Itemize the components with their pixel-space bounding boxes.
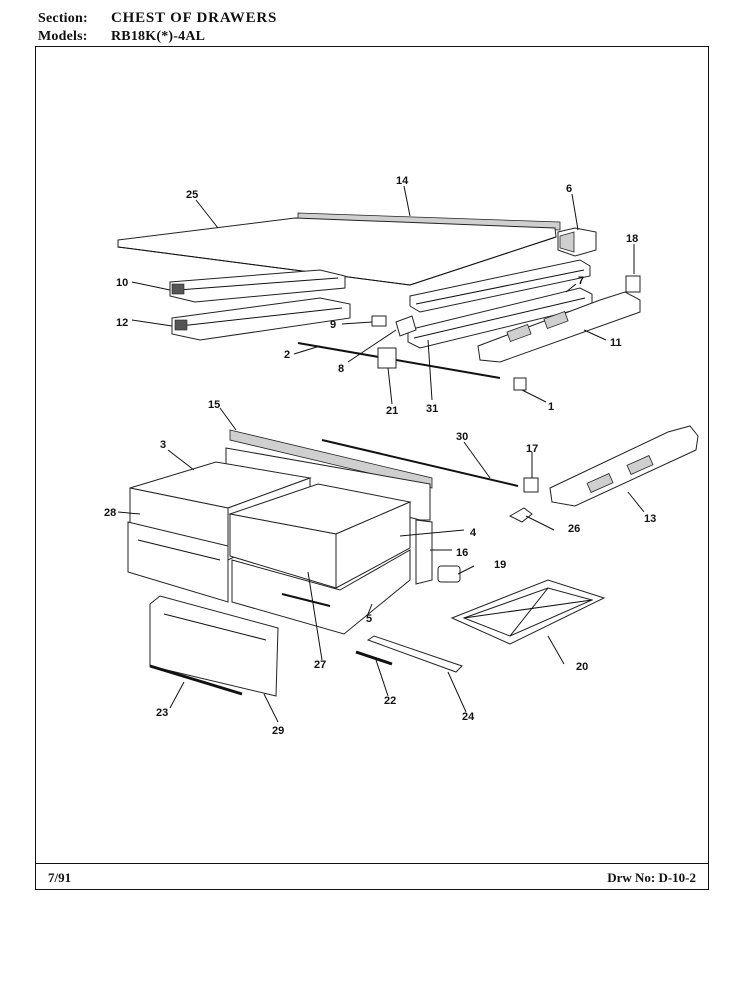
part-drawer-trim — [229, 429, 433, 489]
part-rod — [297, 342, 501, 379]
part-rail-support-right — [477, 291, 641, 363]
callout-3: 3 — [160, 439, 166, 451]
callout-1: 1 — [548, 401, 554, 413]
part-drawer-front-left — [127, 521, 229, 603]
part-end-cap — [557, 227, 597, 257]
part-drawer-bin — [231, 549, 411, 635]
callout-24: 24 — [462, 711, 475, 723]
part-rod-lower — [321, 439, 519, 487]
leader-lines — [117, 185, 645, 723]
models-value: RB18K(*)-4AL — [111, 29, 206, 44]
callout-25: 25 — [186, 189, 198, 201]
callout-21: 21 — [386, 405, 398, 417]
part-tray-frame — [450, 579, 606, 645]
callout-2: 2 — [284, 349, 290, 361]
callout-12: 12 — [116, 317, 128, 329]
callout-15: 15 — [208, 399, 220, 411]
part-glass-shelf — [117, 217, 557, 286]
callout-5: 5 — [366, 613, 372, 625]
callout-8: 8 — [338, 363, 344, 375]
callout-11: 11 — [610, 337, 622, 349]
part-slide-rail — [355, 650, 393, 666]
footer-divider — [36, 863, 708, 864]
callout-13: 13 — [644, 513, 656, 525]
part-left-rail-lower — [171, 297, 351, 341]
callout-20: 20 — [576, 661, 588, 673]
callout-7: 7 — [578, 275, 584, 287]
part-cam — [508, 507, 533, 523]
callout-labels: 1 2 3 4 5 6 7 8 9 10 11 12 13 14 15 16 1… — [104, 175, 656, 737]
callout-28: 28 — [104, 507, 116, 519]
part-left-rail-upper — [169, 269, 346, 303]
callout-9: 9 — [330, 319, 336, 331]
callout-4: 4 — [470, 527, 477, 539]
callout-23: 23 — [156, 707, 168, 719]
callout-19: 19 — [494, 559, 506, 571]
part-drawer-right — [228, 483, 412, 589]
models-header: Models: RB18K(*)-4AL — [38, 29, 205, 45]
callout-10: 10 — [116, 277, 128, 289]
callout-16: 16 — [456, 547, 468, 559]
callout-14: 14 — [396, 175, 409, 187]
callout-26: 26 — [568, 523, 580, 535]
callout-31: 31 — [426, 403, 438, 415]
part-clip-lower — [523, 477, 539, 493]
part-clip — [371, 315, 387, 327]
drawing-date: 7/91 — [48, 870, 72, 885]
part-handle-bar — [281, 593, 331, 607]
callout-18: 18 — [626, 233, 638, 245]
part-trim-strip — [149, 664, 243, 696]
section-title: CHEST OF DRAWERS — [111, 10, 278, 26]
drawing-number: Drw No: D-10-2 — [607, 870, 696, 885]
part-drawer-front-panel — [149, 595, 279, 697]
part-block — [377, 347, 397, 369]
part-knob — [513, 377, 527, 391]
callout-27: 27 — [314, 659, 326, 671]
part-right-rail-upper — [409, 259, 591, 313]
callout-29: 29 — [272, 725, 284, 737]
part-small-bracket — [625, 275, 641, 293]
part-bracket — [395, 315, 417, 337]
section-header: Section: CHEST OF DRAWERS — [38, 10, 277, 27]
callout-17: 17 — [526, 443, 538, 455]
drawing-frame: 7/91 Drw No: D-10-2 — [35, 46, 709, 890]
part-latch — [437, 565, 461, 583]
part-rail-support-lower — [549, 425, 699, 507]
section-label: Section: — [38, 11, 88, 26]
callout-22: 22 — [384, 695, 396, 707]
models-label: Models: — [38, 29, 88, 44]
callout-6: 6 — [566, 183, 572, 195]
callout-30: 30 — [456, 431, 468, 443]
part-side-panel — [415, 519, 433, 585]
part-slide — [366, 635, 463, 673]
